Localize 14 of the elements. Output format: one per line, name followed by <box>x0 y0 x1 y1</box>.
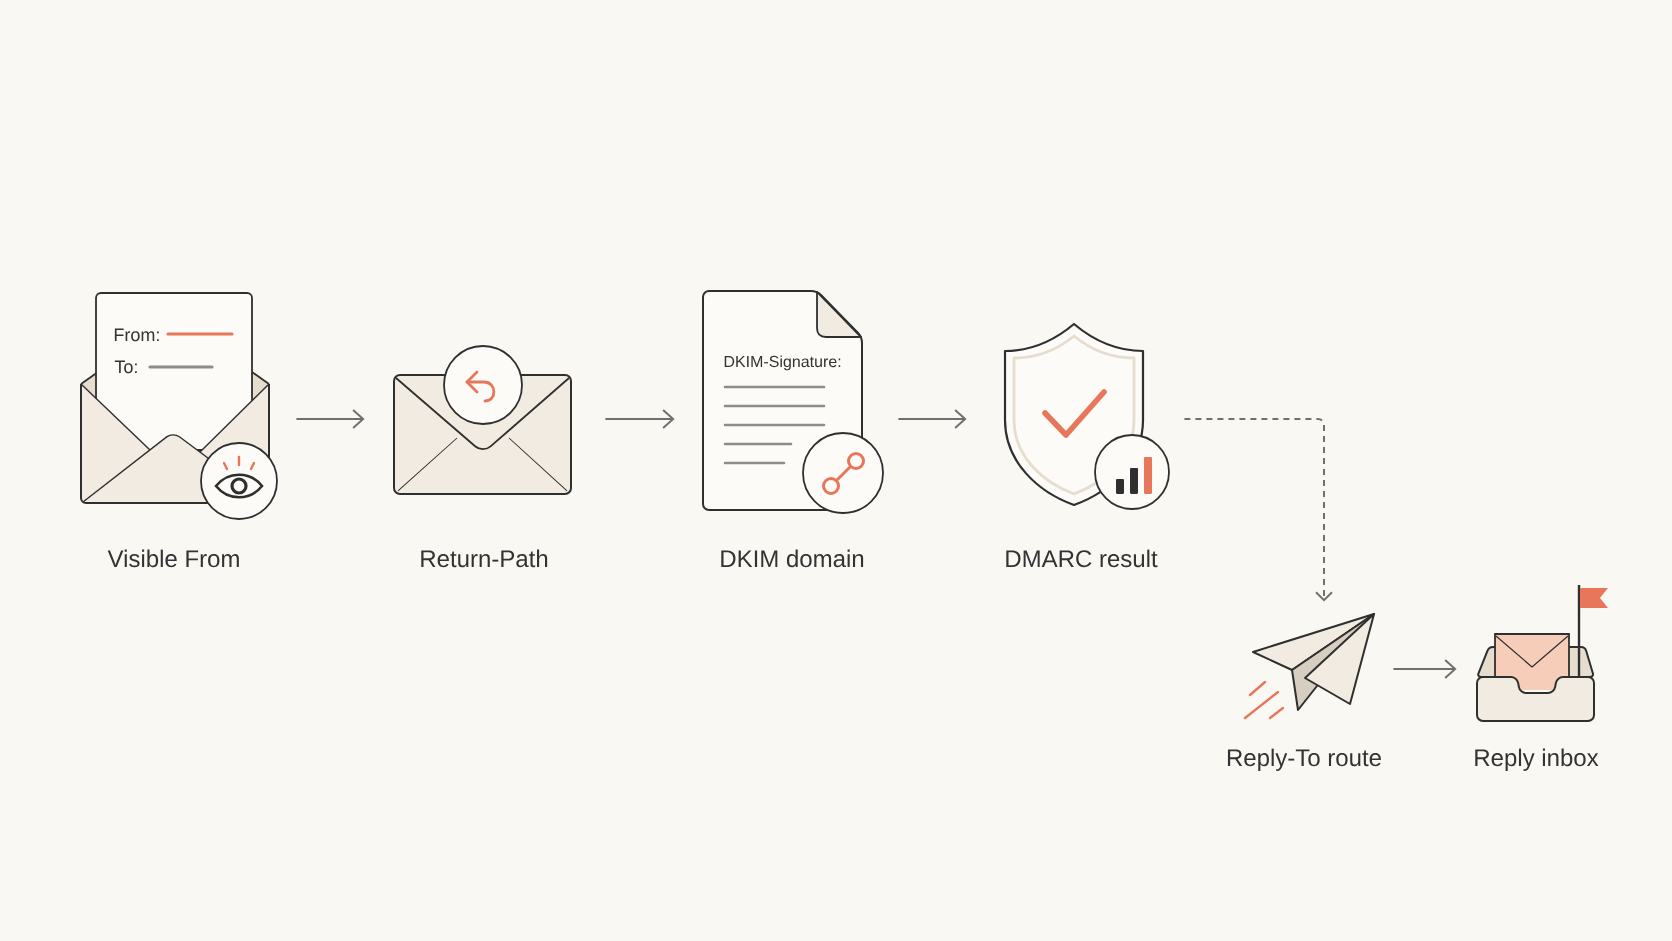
arrow <box>897 409 967 429</box>
arrow <box>295 409 365 429</box>
node-label: Return-Path <box>421 549 548 568</box>
dashed-arrow <box>1183 418 1333 602</box>
arrow <box>1392 659 1457 679</box>
header-label: To: <box>114 360 137 374</box>
node-label: Visible From <box>107 549 239 568</box>
node-label: DMARC result <box>1006 549 1158 568</box>
node-label: Reply inbox <box>1475 748 1599 771</box>
header-label: DKIM-Signature: <box>724 355 841 371</box>
header-label: From: <box>114 328 159 342</box>
node-label: DKIM domain <box>721 549 864 568</box>
arrow <box>604 409 675 429</box>
node-label: Reply-To route <box>1227 748 1381 771</box>
